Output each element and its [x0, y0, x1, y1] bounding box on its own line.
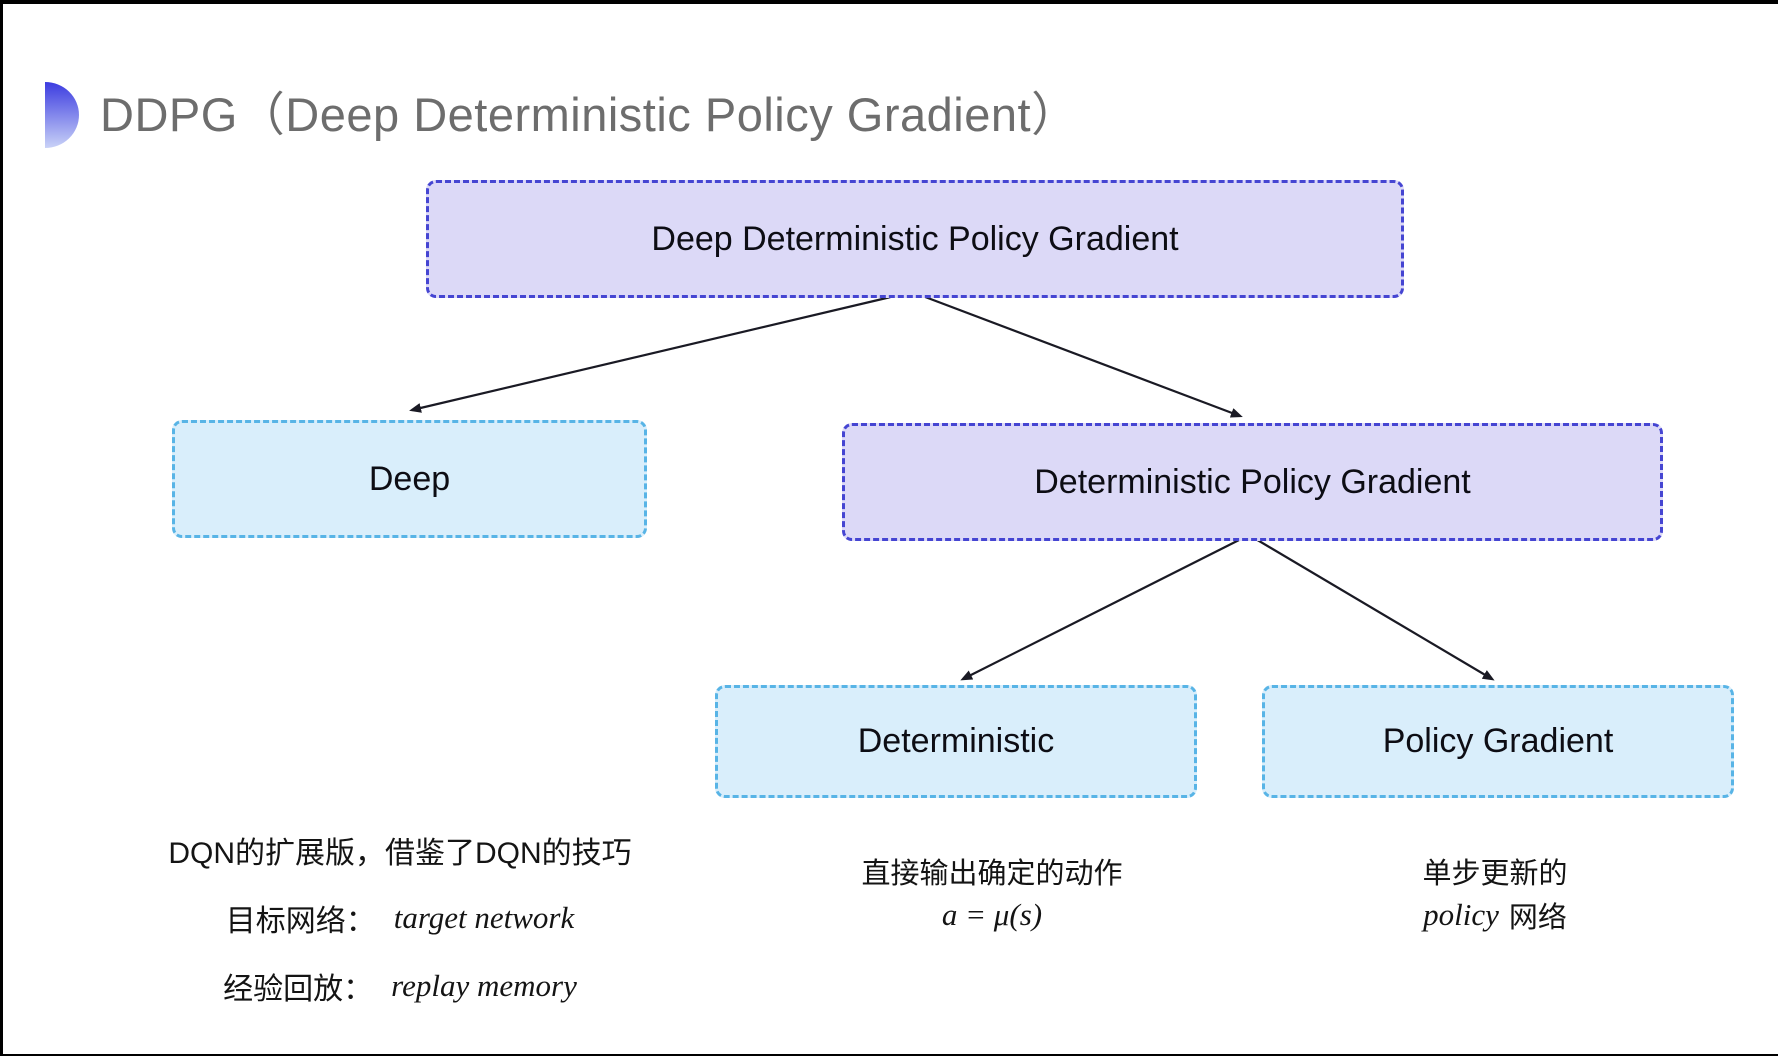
node-label: Deep Deterministic Policy Gradient — [651, 219, 1179, 258]
note-term: policy — [1423, 897, 1499, 932]
frame-left-border — [0, 0, 3, 1056]
node-label: Deep — [368, 459, 451, 498]
arrow-dpg-to-deterministic — [960, 534, 1250, 681]
node-deep-deterministic-policy-gradient: Deep Deterministic Policy Gradient — [426, 180, 1404, 298]
note-deep-line3: 经验回放： replay memory — [120, 964, 680, 1008]
note-deep-line2: 目标网络： target network — [120, 896, 680, 940]
note-suffix: 网络 — [1508, 902, 1567, 934]
note-label: 目标网络： — [225, 905, 376, 938]
arrow-root-to-dpg — [911, 290, 1243, 418]
title-bullet-icon — [45, 82, 79, 148]
arrow-root-to-deep — [409, 290, 913, 413]
slide-title: DDPG（Deep Deterministic Policy Gradient） — [100, 88, 1079, 141]
note-policy-gradient: 单步更新的 policy 网络 — [1295, 849, 1695, 937]
node-label: Deterministic — [857, 722, 1055, 760]
note-det-equation: a = μ(s) — [792, 893, 1192, 937]
note-det-line1: 直接输出确定的动作 — [861, 858, 1123, 890]
node-deterministic: Deterministic — [715, 685, 1197, 798]
note-label: 经验回放： — [223, 973, 374, 1006]
note-term: replay memory — [391, 968, 577, 1003]
node-deep: Deep — [172, 420, 647, 538]
node-label: Deterministic Policy Gradient — [1034, 462, 1471, 501]
frame-bottom-border — [0, 1054, 1778, 1056]
note-term: target network — [393, 900, 575, 935]
note-deep: DQN的扩展版，借鉴了DQN的技巧 目标网络： target network 经… — [120, 828, 680, 1008]
equation: a = μ(s) — [941, 897, 1043, 932]
arrow-dpg-to-policy-gradient — [1248, 534, 1495, 681]
note-deterministic: 直接输出确定的动作 a = μ(s) — [792, 849, 1192, 937]
note-pg-line1: 单步更新的 — [1422, 858, 1568, 890]
node-deterministic-policy-gradient: Deterministic Policy Gradient — [842, 423, 1663, 541]
node-label: Policy Gradient — [1382, 722, 1614, 760]
note-pg-line2: policy 网络 — [1295, 893, 1695, 937]
node-policy-gradient: Policy Gradient — [1262, 685, 1734, 798]
frame-top-border — [0, 0, 1778, 4]
note-deep-line1: DQN的扩展版，借鉴了DQN的技巧 — [168, 837, 632, 870]
